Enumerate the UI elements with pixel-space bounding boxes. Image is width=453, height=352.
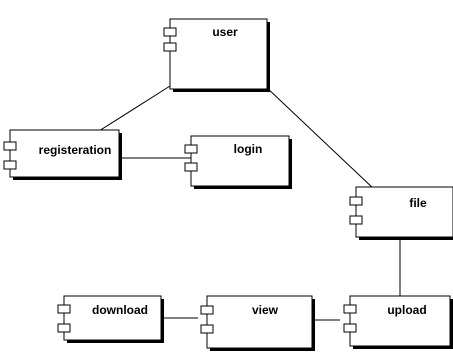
component-port-icon <box>184 162 198 172</box>
component-port-icon <box>3 160 17 170</box>
component-port-icon <box>184 144 198 154</box>
component-label-upload: upload <box>387 303 426 317</box>
component-port-icon <box>163 27 177 37</box>
component-port-icon <box>200 305 214 315</box>
component-port-icon <box>57 323 71 333</box>
component-port-icon <box>349 196 363 206</box>
component-login[interactable]: login <box>184 135 292 189</box>
component-label-download: download <box>92 303 148 317</box>
component-download[interactable]: download <box>57 295 164 343</box>
component-view[interactable]: view <box>200 295 315 351</box>
component-port-icon <box>349 215 363 225</box>
component-port-icon <box>343 323 357 333</box>
component-upload[interactable]: upload <box>343 295 453 349</box>
component-user[interactable]: user <box>163 18 270 92</box>
component-port-icon <box>57 304 71 314</box>
component-port-icon <box>200 324 214 334</box>
component-label-user: user <box>212 25 238 39</box>
component-port-icon <box>163 42 177 52</box>
component-label-registeration: registeration <box>39 143 112 157</box>
component-label-login: login <box>234 142 263 156</box>
component-label-view: view <box>252 303 279 317</box>
component-registeration[interactable]: registeration <box>3 129 122 180</box>
component-port-icon <box>343 304 357 314</box>
component-port-icon <box>3 141 17 151</box>
connector-user-file <box>264 85 376 191</box>
component-file[interactable]: file <box>349 186 453 240</box>
component-label-file: file <box>409 196 427 210</box>
